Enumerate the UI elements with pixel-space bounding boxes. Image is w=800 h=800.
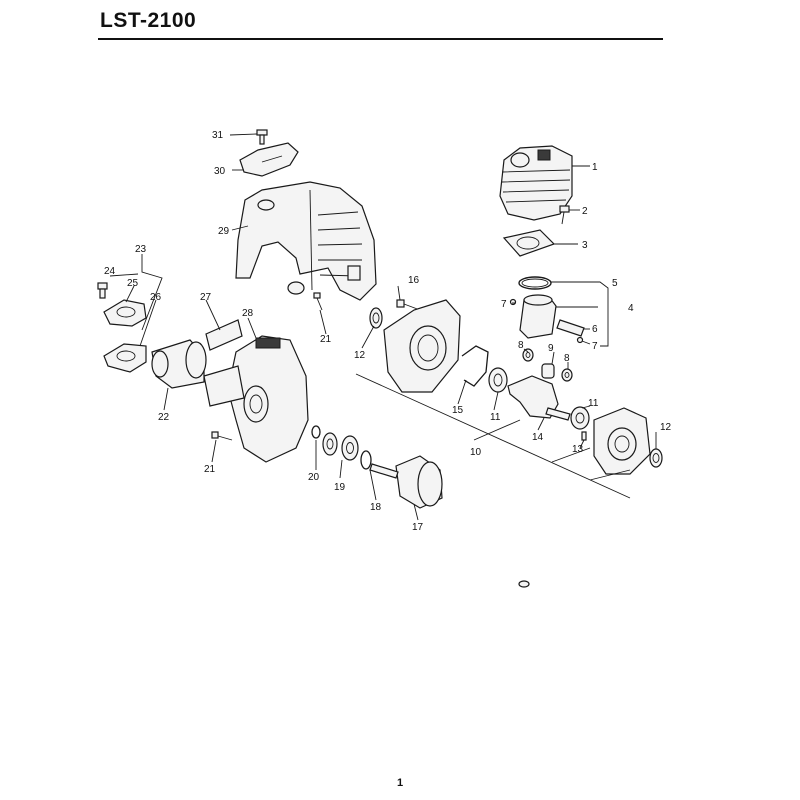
callout-21-upper: 21 — [320, 334, 332, 345]
part-1-cylinder — [499, 145, 573, 221]
part-18-snap-ring — [360, 450, 372, 470]
part-5-piston-ring — [518, 276, 552, 290]
callout-19: 19 — [334, 482, 346, 493]
part-8-thrust-washer-right — [561, 368, 573, 382]
part-27-label — [205, 319, 243, 351]
part-11-bearing-left — [488, 367, 508, 393]
callout-8-right: 8 — [564, 353, 570, 364]
part-16-crankcase-bolt — [396, 299, 421, 311]
callout-29: 29 — [218, 226, 230, 237]
callout-25: 25 — [127, 278, 139, 289]
page-number: 1 — [396, 777, 404, 789]
part-10-crankcase-left-half — [383, 299, 461, 393]
callout-15: 15 — [452, 405, 464, 416]
callout-10: 10 — [470, 447, 482, 458]
part-17-clutch-drum — [369, 455, 443, 509]
part-13-dowel-pin — [581, 431, 587, 441]
callout-6: 6 — [592, 324, 598, 335]
callout-7-lower: 7 — [592, 341, 598, 352]
part-9-needle-bearing — [541, 363, 555, 379]
callout-11-left: 11 — [490, 412, 501, 423]
callout-18: 18 — [370, 502, 382, 513]
part-10-crankcase-right-half — [593, 407, 651, 475]
callout-27: 27 — [200, 292, 212, 303]
callout-24: 24 — [104, 266, 116, 277]
part-14-crankshaft — [507, 375, 571, 421]
callout-20: 20 — [308, 472, 320, 483]
callout-labels: 31 30 29 1 2 3 5 4 7 6 7 8 9 8 16 12 15 … — [104, 130, 672, 533]
callout-12-left: 12 — [354, 350, 366, 361]
callout-26: 26 — [150, 292, 162, 303]
part-11-bearing-right — [570, 406, 590, 430]
part-19-bearing — [322, 432, 359, 461]
callout-8-left: 8 — [518, 340, 524, 351]
callout-22: 22 — [158, 412, 170, 423]
part-24-bolt — [97, 282, 108, 299]
part-22-drive-tube-adapter — [151, 339, 207, 389]
callout-16: 16 — [408, 275, 420, 286]
part-31-screw — [256, 129, 268, 145]
callout-4: 4 — [628, 303, 634, 314]
callout-28: 28 — [242, 308, 254, 319]
callout-21-lower: 21 — [204, 464, 216, 475]
callout-1: 1 — [592, 162, 598, 173]
callout-13: 13 — [572, 444, 584, 455]
callout-7-upper: 7 — [501, 299, 507, 310]
part-30-cover-plate — [239, 142, 299, 177]
callout-17: 17 — [412, 522, 424, 533]
document-title: LST-2100 — [100, 9, 197, 32]
callout-11-right: 11 — [588, 398, 599, 409]
part-2-cylinder-bolt — [559, 205, 570, 225]
part-28-clutch-housing — [203, 335, 309, 463]
leader-lines — [109, 133, 657, 521]
title-underline — [98, 38, 663, 40]
callout-14: 14 — [532, 432, 544, 443]
part-26-clamp-lower — [103, 343, 147, 373]
part-21-bolt-lower — [211, 431, 233, 441]
part-25-clamp-upper — [103, 299, 147, 327]
callout-5: 5 — [612, 278, 618, 289]
part-20-snap-ring — [311, 425, 321, 439]
callout-9: 9 — [548, 343, 554, 354]
callout-30: 30 — [214, 166, 226, 177]
part-loose-washer — [518, 580, 530, 588]
callout-3: 3 — [582, 240, 588, 251]
part-15-crankcase-gasket — [461, 345, 489, 387]
part-21-bolt-upper — [313, 292, 323, 311]
callout-2: 2 — [582, 206, 588, 217]
part-8-thrust-washer-left — [522, 348, 534, 362]
callout-23: 23 — [135, 244, 147, 255]
part-29-engine-shroud — [235, 181, 377, 301]
part-6-piston-pin — [556, 319, 585, 337]
part-12-oil-seal-right — [649, 448, 663, 468]
part-7-pin-clip-lower — [576, 336, 584, 344]
part-3-gasket — [502, 229, 556, 257]
callout-12-right: 12 — [660, 422, 672, 433]
callout-31: 31 — [212, 130, 224, 141]
part-12-oil-seal-left — [369, 307, 383, 329]
part-4-piston — [519, 294, 557, 339]
part-7-pin-clip-upper — [509, 298, 517, 306]
